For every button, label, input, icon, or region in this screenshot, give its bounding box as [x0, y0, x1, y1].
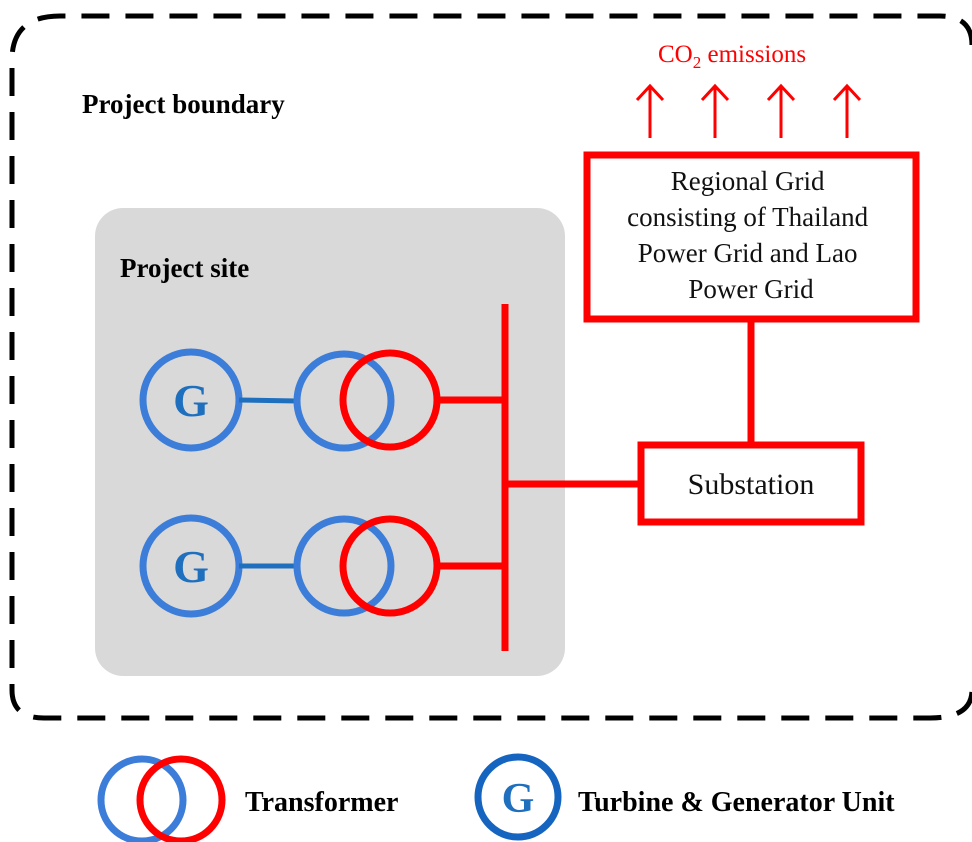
transformer-1-icon	[293, 349, 441, 452]
emission-arrow-1-icon	[635, 83, 665, 138]
regional-grid-line-1: Regional Grid	[671, 166, 825, 196]
emission-arrows	[635, 83, 862, 138]
transformer-2-icon	[293, 515, 441, 617]
legend-transformer-label: Transformer	[245, 787, 398, 818]
co2-subscript: 2	[693, 53, 702, 72]
generator-1-to-transformer-line	[238, 397, 298, 404]
legend-turbine-generator-label: Turbine & Generator Unit	[578, 787, 895, 818]
regional-grid-line-2: consisting of Thailand	[627, 202, 868, 232]
co2-suffix: emissions	[701, 41, 806, 68]
legend-generator-icon	[474, 753, 562, 841]
emission-arrow-4-icon	[832, 83, 862, 138]
substation-label: Substation	[688, 468, 815, 501]
generator-unit-1: G	[139, 348, 441, 452]
project-site-label: Project site	[120, 253, 249, 283]
generator-2-letter: G	[173, 541, 209, 592]
legend-generator-letter: G	[502, 776, 535, 822]
emission-arrow-2-icon	[700, 83, 730, 138]
legend: Transformer G Turbine & Generator Unit	[97, 753, 895, 842]
generator-1-letter: G	[173, 375, 209, 426]
busbar-connections	[437, 304, 641, 651]
project-boundary-label: Project boundary	[82, 89, 285, 119]
legend-transformer-icon	[97, 755, 226, 842]
emission-arrow-3-icon	[766, 83, 796, 138]
project-site-area	[95, 208, 565, 676]
regional-grid-line-4: Power Grid	[688, 274, 814, 304]
regional-grid-label: Regional Grid consisting of Thailand Pow…	[627, 166, 875, 304]
co2-emissions-label: CO2 emissions	[658, 41, 806, 72]
co2-prefix: CO	[658, 41, 693, 68]
generator-unit-2: G	[139, 514, 441, 618]
regional-grid-line-3: Power Grid and Lao	[638, 238, 858, 268]
